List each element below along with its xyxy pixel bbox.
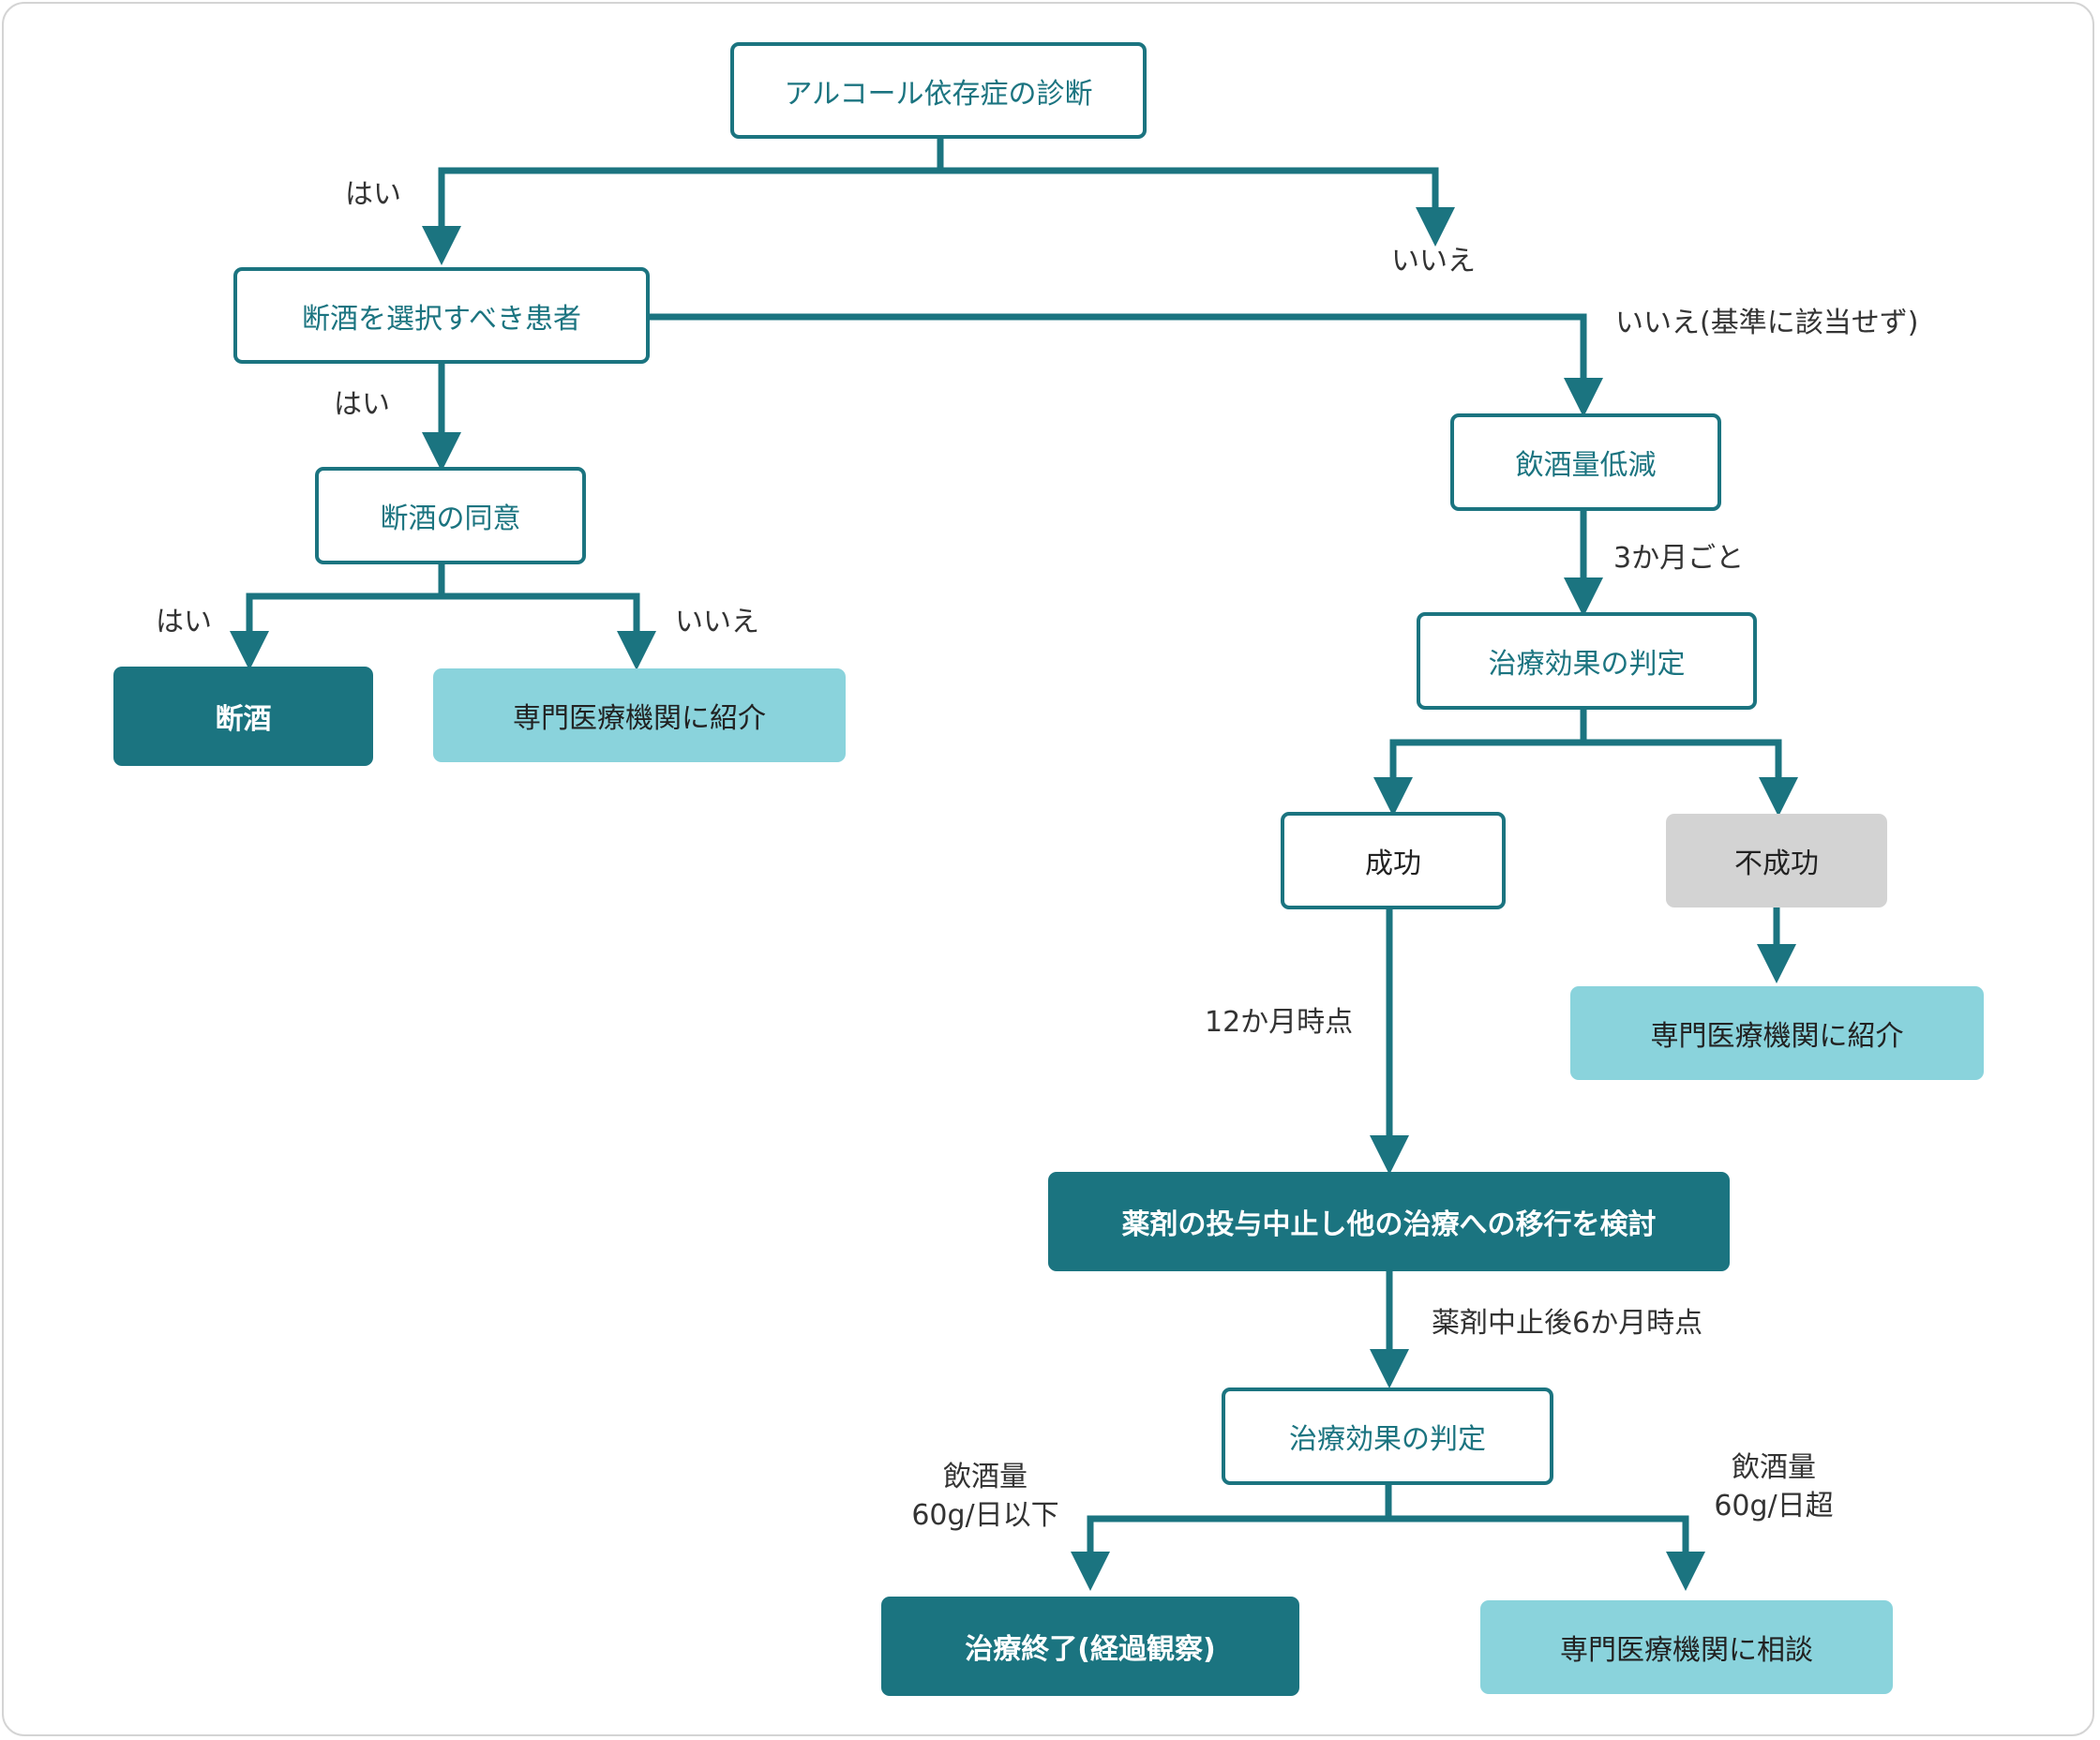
- node-eval-2: 治療効果の判定: [1222, 1388, 1553, 1485]
- edge-to-success: [1373, 739, 1583, 817]
- node-refer-1-text: 専門医療機関に紹介: [513, 702, 766, 735]
- label-no-3: いいえ: [675, 606, 759, 638]
- label-no-criteria: いいえ(基準に該当せず): [1615, 307, 1919, 339]
- node-abstinence-candidate-text: 断酒を選択すべき患者: [302, 302, 581, 336]
- node-refer-2-text: 専門医療機関に紹介: [1650, 1020, 1904, 1053]
- edge-to-consult: [1388, 1515, 1705, 1591]
- node-consult: 専門医療機関に相談: [1480, 1600, 1893, 1694]
- edge-to-candidate: [422, 167, 940, 265]
- label-yes-3: はい: [156, 606, 212, 638]
- node-diagnosis-text: アルコール依存症の診断: [784, 77, 1093, 111]
- label-under-60-line1: 飲酒量: [943, 1461, 1028, 1493]
- node-reduction: 飲酒量低減: [1450, 413, 1721, 511]
- node-consult-text: 専門医療機関に相談: [1560, 1634, 1813, 1667]
- node-abstinence-text: 断酒: [215, 703, 272, 736]
- node-diagnosis: アルコール依存症の診断: [730, 42, 1147, 139]
- node-end-treatment: 治療終了(経過観察): [881, 1597, 1299, 1696]
- node-refer-2: 専門医療機関に紹介: [1570, 986, 1984, 1080]
- node-eval-2-text: 治療効果の判定: [1289, 1423, 1486, 1456]
- edge-to-refer-1: [442, 592, 656, 670]
- node-success-text: 成功: [1365, 848, 1421, 880]
- node-failure: 不成功: [1666, 814, 1887, 908]
- node-success: 成功: [1281, 812, 1506, 909]
- label-at-12-months: 12か月時点: [1205, 1006, 1354, 1039]
- node-eval-1-text: 治療効果の判定: [1488, 648, 1686, 681]
- node-abstinence-consent: 断酒の同意: [315, 467, 586, 564]
- node-end-treatment-text: 治療終了(経過観察): [965, 1633, 1216, 1666]
- label-under-60: 飲酒量 60g/日以下: [906, 1459, 1065, 1535]
- edge-to-end-treatment: [1071, 1515, 1388, 1591]
- node-eval-1: 治療効果の判定: [1417, 612, 1757, 710]
- label-after-6-months: 薬剤中止後6か月時点: [1432, 1307, 1703, 1340]
- node-abstinence-candidate: 断酒を選択すべき患者: [233, 267, 650, 364]
- node-refer-1: 専門医療機関に紹介: [433, 668, 846, 762]
- label-no-1: いいえ: [1391, 245, 1476, 278]
- node-abstinence: 断酒: [113, 667, 373, 766]
- label-over-60: 飲酒量 60g/日超: [1699, 1449, 1849, 1525]
- label-over-60-line1: 飲酒量: [1732, 1451, 1816, 1484]
- edge-to-abstinence: [230, 592, 442, 670]
- label-under-60-line2: 60g/日以下: [911, 1498, 1059, 1532]
- node-consider-stop-text: 薬剤の投与中止し他の治療への移行を検討: [1121, 1208, 1657, 1241]
- label-every-3-months: 3か月ごと: [1613, 542, 1745, 575]
- node-abstinence-consent-text: 断酒の同意: [380, 502, 521, 535]
- node-consider-stop: 薬剤の投与中止し他の治療への移行を検討: [1048, 1172, 1730, 1271]
- label-yes-2: はい: [334, 388, 390, 421]
- label-over-60-line2: 60g/日超: [1714, 1489, 1834, 1522]
- node-reduction-text: 飲酒量低減: [1515, 449, 1657, 482]
- edge-to-failure: [1583, 739, 1798, 817]
- edge-to-no: [940, 167, 1455, 247]
- node-failure-text: 不成功: [1734, 848, 1819, 880]
- edge-to-reduction: [648, 313, 1603, 417]
- label-yes-1: はい: [345, 178, 401, 211]
